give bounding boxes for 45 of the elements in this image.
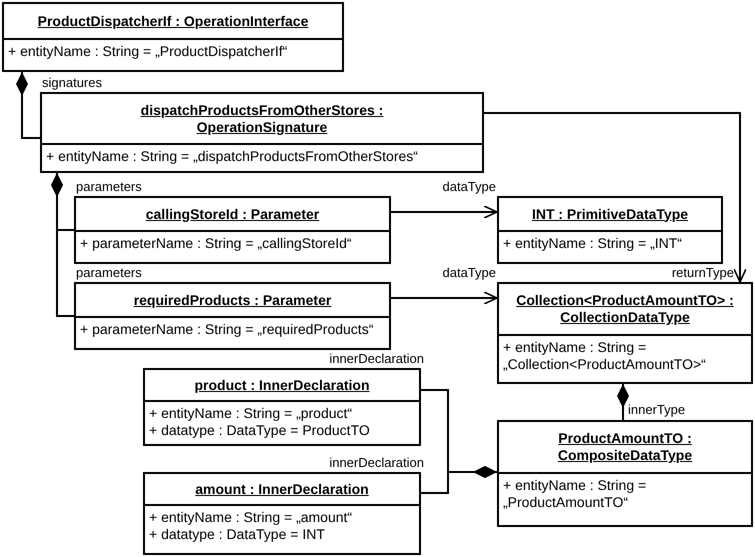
attribute-text: + datatype : DataType = ProductTO xyxy=(149,422,370,439)
role-label: innerDeclaration xyxy=(329,456,424,470)
association-line xyxy=(617,384,629,420)
object-box xyxy=(74,196,391,264)
role-label: innerDeclaration xyxy=(329,352,424,366)
association-line xyxy=(51,173,74,317)
object-box xyxy=(143,472,421,555)
object-box xyxy=(497,282,753,384)
object-title: product : InnerDeclaration xyxy=(194,376,370,394)
role-label: parameters xyxy=(76,266,142,280)
attribute-text: + entityName : String = „Collection<ProductAmountTO>“ xyxy=(503,339,707,373)
object-title: dispatchProductsFromOtherStores : OperationSignature xyxy=(140,102,384,136)
association-line xyxy=(391,205,498,219)
attribute-text: + entityName : String = „INT“ xyxy=(503,235,682,252)
attribute-text: + parameterName : String = „requiredProducts“ xyxy=(80,321,374,338)
object-title: callingStoreId : Parameter xyxy=(146,206,320,222)
object-title: amount : InnerDeclaration xyxy=(195,480,369,498)
object-title: INT : PrimitiveDataType xyxy=(532,206,688,222)
role-label: returnType xyxy=(672,266,734,280)
object-title: requiredProducts : Parameter xyxy=(134,292,332,308)
object-title: ProductDispatcherIf : OperationInterface xyxy=(38,12,308,30)
attribute-text: + datatype : DataType = INT xyxy=(149,526,325,543)
role-label: innerType xyxy=(628,403,686,417)
object-title: ProductAmountTO : CompositeDataType xyxy=(556,430,694,464)
association-line xyxy=(391,291,498,305)
role-label: signatures xyxy=(42,76,102,90)
object-title: Collection<ProductAmountTO> : CollectionDataType xyxy=(515,292,735,326)
object-box xyxy=(497,196,723,264)
attribute-text: + entityName : String = „amount“ xyxy=(149,509,352,526)
object-box xyxy=(74,282,391,350)
object-box xyxy=(143,368,421,446)
role-label: dataType xyxy=(442,266,496,280)
association-line xyxy=(484,112,747,283)
object-box xyxy=(40,92,484,173)
object-box xyxy=(2,2,344,72)
attribute-text: + entityName : String = „ProductDispatcherIf“ xyxy=(8,43,288,60)
attribute-text: + entityName : String = „product“ xyxy=(149,405,352,422)
role-label: dataType xyxy=(442,180,496,194)
attribute-text: + parameterName : String = „callingStoreId“ xyxy=(80,235,352,252)
object-box xyxy=(497,420,753,527)
attribute-text: + entityName : String = „ProductAmountTO“ xyxy=(503,477,648,511)
association-line xyxy=(16,72,40,139)
association-line xyxy=(421,466,497,494)
role-label: parameters xyxy=(76,180,142,194)
attribute-text: + entityName : String = „dispatchProductsFromOtherStores“ xyxy=(46,148,418,165)
